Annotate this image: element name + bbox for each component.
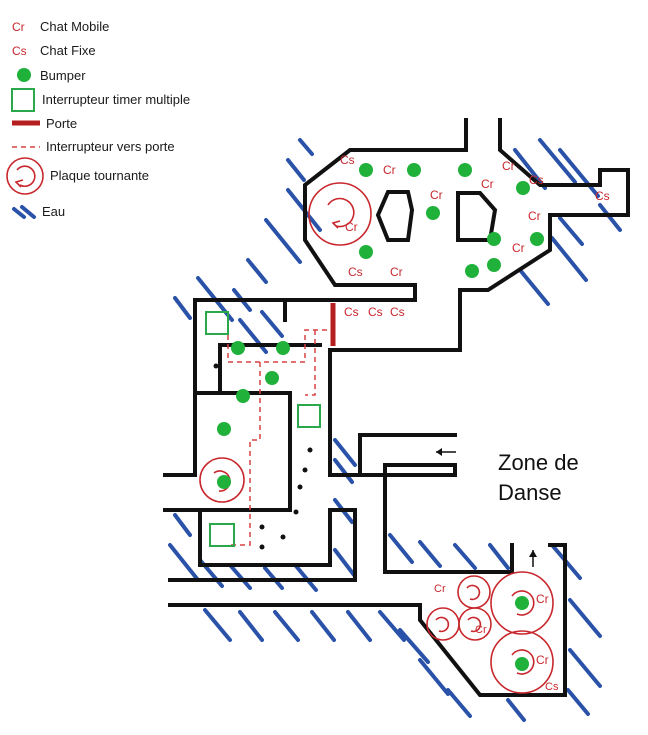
legend-timer-switch-label: Interrupteur timer multiple — [42, 92, 190, 107]
turntables — [199, 182, 554, 694]
cat-labels: Cs Cs Cs Cs Cs Cs Cs Cr Cr Cr Cr Cr Cr C… — [340, 153, 610, 693]
turntable — [490, 571, 554, 635]
legend-water-icon — [12, 205, 36, 219]
mobile-cat: Cr — [475, 624, 487, 636]
turntable — [490, 630, 554, 694]
walls — [163, 118, 630, 697]
timer-switch — [209, 523, 235, 547]
legend-turntable-label: Plaque tournante — [50, 168, 149, 183]
mobile-cat: Cr — [434, 583, 446, 595]
mobile-cat: Cr — [536, 592, 549, 606]
fixed-cat: Cs — [368, 305, 383, 319]
turntable — [426, 607, 460, 641]
fixed-cat: Cs — [595, 189, 610, 203]
mobile-cat: Cr — [502, 159, 515, 173]
mobile-cat: Cr — [390, 265, 403, 279]
mobile-cat: Cr — [430, 188, 443, 202]
legend-fixed-cat-label: Chat Fixe — [40, 43, 96, 58]
fixed-cat: Cs — [390, 305, 405, 319]
arrows — [436, 448, 537, 567]
markers — [213, 363, 313, 550]
legend-water-label: Eau — [42, 204, 65, 219]
turntable — [457, 575, 491, 609]
timer-switch — [205, 311, 229, 335]
timer-switches — [205, 311, 321, 547]
switch-to-door-links — [227, 329, 328, 546]
fixed-cat: Cs — [348, 265, 363, 279]
zone-label-line2: Danse — [498, 480, 562, 505]
legend-bumper-icon — [17, 68, 31, 82]
turntable — [308, 182, 372, 246]
mobile-cat: Cr — [528, 209, 541, 223]
fixed-cat: Cs — [529, 173, 544, 187]
timer-switch — [297, 404, 321, 428]
zone-label-line1: Zone de — [498, 450, 579, 475]
turntable — [458, 607, 492, 641]
bumpers — [217, 163, 544, 671]
legend-timer-switch-icon — [11, 88, 35, 112]
mobile-cat: Cr — [512, 241, 525, 255]
fixed-cat: Cs — [545, 681, 559, 693]
legend-door-switch-label: Interrupteur vers porte — [46, 139, 175, 154]
legend-door-label: Porte — [46, 116, 77, 131]
mobile-cat: Cr — [345, 220, 358, 234]
water-hatching — [168, 138, 622, 722]
legend-mobile-cat-label: Chat Mobile — [40, 19, 109, 34]
fixed-cat: Cs — [340, 153, 355, 167]
legend-fixed-cat-symbol: Cs — [12, 44, 27, 58]
mobile-cat: Cr — [383, 163, 396, 177]
legend-bumper-label: Bumper — [40, 68, 86, 83]
legend-mobile-cat-symbol: Cr — [12, 20, 25, 34]
mobile-cat: Cr — [481, 177, 494, 191]
fixed-cat: Cs — [344, 305, 359, 319]
legend: Cr Chat Mobile Cs Chat Fixe Bumper Inter… — [6, 19, 190, 219]
legend-turntable-icon — [6, 157, 44, 195]
mobile-cat: Cr — [536, 653, 549, 667]
